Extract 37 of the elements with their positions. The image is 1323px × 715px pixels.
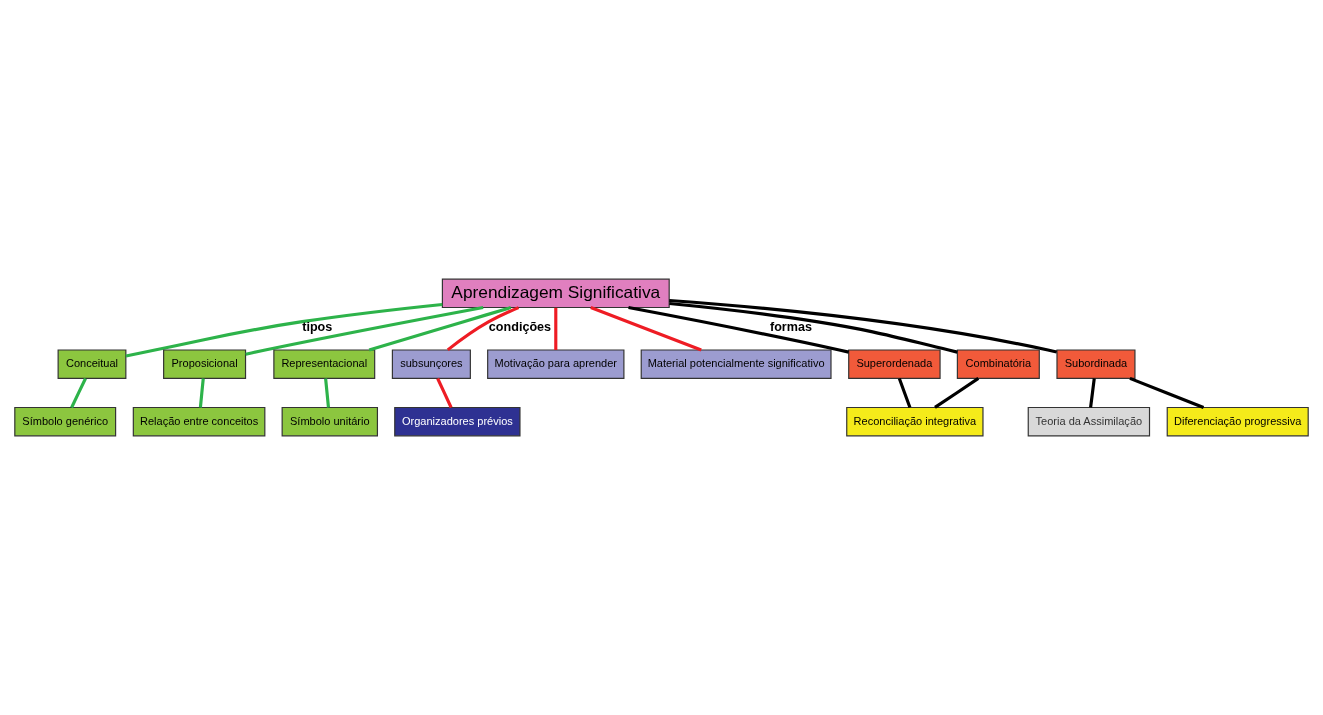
connector (590, 306, 702, 352)
node-box: Combinatória (956, 349, 1040, 379)
connector (368, 306, 512, 352)
node-box: Conceitual (57, 349, 127, 379)
connector (669, 298, 1058, 354)
node-box: Símbolo unitário (281, 406, 378, 437)
node-box: Relação entre conceitos (132, 406, 266, 437)
connector (628, 306, 850, 354)
connector (198, 378, 205, 408)
connector (554, 307, 558, 350)
edge-label: condições (488, 319, 552, 334)
node-box: Material potencialmente significativo (640, 349, 832, 379)
edge-label: formas (769, 319, 812, 334)
node-box: Aprendizagem Significativa (441, 278, 670, 309)
connector (1129, 376, 1205, 409)
connector (669, 301, 958, 354)
node-box: Símbolo genérico (14, 406, 117, 437)
node-box: Diferenciação progressiva (1166, 406, 1309, 437)
node-box: Teoria da Assimilação (1027, 406, 1151, 437)
connector (125, 302, 443, 358)
node-box: Reconciliação integrativa (846, 406, 984, 437)
connector (436, 377, 453, 409)
connector (245, 305, 484, 356)
node-box: Proposicional (163, 349, 247, 379)
connector (324, 378, 331, 408)
node-box: Superordenada (848, 349, 941, 379)
node-box: Subordinada (1056, 349, 1136, 379)
node-box: subsunçores (391, 349, 471, 379)
connector (446, 306, 520, 352)
connector (897, 377, 912, 409)
connector (1089, 378, 1096, 408)
node-box: Motivação para aprender (487, 349, 625, 379)
node-box: Representacional (273, 349, 376, 379)
node-box: Organizadores prévios (394, 406, 521, 437)
connector (934, 377, 980, 409)
edge-label: tipos (302, 319, 333, 334)
connector (70, 377, 87, 409)
